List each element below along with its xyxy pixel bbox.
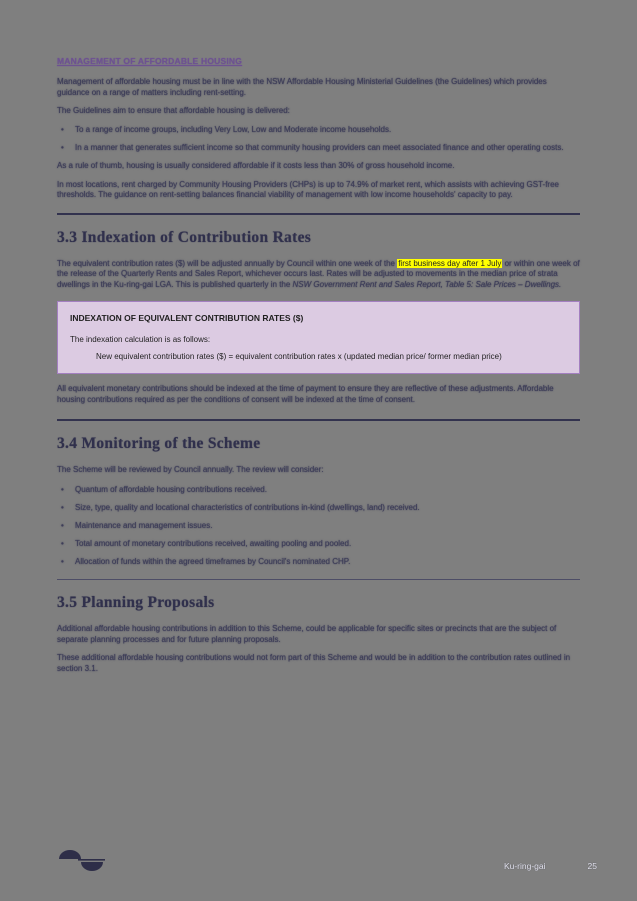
paragraph-text: or within one week of the release of the… (57, 258, 580, 289)
intro-paragraph-1: Management of affordable housing must be… (57, 77, 547, 97)
section-title-3-4: 3.4 Monitoring of the Scheme (57, 435, 261, 452)
indexation-paragraph: The equivalent contribution rates ($) wi… (57, 258, 580, 291)
footer-brand: Ku-ring-gai (503, 861, 546, 871)
footer-right: Ku-ring-gai 25 (504, 861, 597, 871)
indexation-box: INDEXATION OF EQUIVALENT CONTRIBUTION RA… (57, 301, 580, 374)
section-title-3-3: 3.3 Indexation of Contribution Rates (57, 228, 312, 246)
indexation-box-title: INDEXATION OF EQUIVALENT CONTRIBUTION RA… (70, 313, 304, 323)
page-footer: Ku-ring-gai 25 (0, 839, 637, 901)
intro-bullet-list: To a range of income groups, including V… (57, 125, 580, 154)
intro-paragraph-3: As a rule of thumb, housing is usually c… (57, 161, 455, 170)
list-item: Size, type, quality and locational chara… (57, 503, 580, 514)
list-item: Quantum of affordable housing contributi… (57, 485, 580, 496)
post-box-paragraph: All equivalent monetary contributions sh… (57, 384, 554, 404)
indexation-box-line: The indexation calculation is as follows… (70, 335, 211, 344)
page-content: MANAGEMENT OF AFFORDABLE HOUSING Managem… (57, 56, 580, 682)
section-title-3-5: 3.5 Planning Proposals (57, 594, 215, 611)
list-item: In a manner that generates sufficient in… (57, 143, 580, 154)
monitoring-bullet-list: Quantum of affordable housing contributi… (57, 485, 580, 568)
intro-paragraph-2: The Guidelines aim to ensure that afford… (57, 106, 290, 115)
section-divider (57, 212, 580, 215)
section-divider (57, 579, 580, 580)
report-reference-italic: NSW Government Rent and Sales Report, Ta… (292, 279, 562, 289)
council-logo (57, 845, 107, 880)
footer-page-number: 25 (587, 861, 597, 871)
section-divider (57, 419, 580, 421)
planning-paragraph-2: These additional affordable housing cont… (57, 653, 571, 673)
paragraph-text: The equivalent contribution rates ($) wi… (57, 258, 398, 268)
monitoring-intro: The Scheme will be reviewed by Council a… (57, 465, 324, 474)
doc-subheading: MANAGEMENT OF AFFORDABLE HOUSING (57, 56, 243, 66)
indexation-formula: New equivalent contribution rates ($) = … (96, 352, 502, 361)
highlighted-text: first business day after 1 July (397, 258, 503, 268)
list-item: Maintenance and management issues. (57, 521, 580, 532)
planning-paragraph-1: Additional affordable housing contributi… (57, 624, 557, 644)
list-item: Total amount of monetary contributions r… (57, 539, 580, 550)
list-item: Allocation of funds within the agreed ti… (57, 557, 580, 568)
list-item: To a range of income groups, including V… (57, 125, 580, 136)
wave-icon (59, 850, 105, 871)
intro-paragraph-4: In most locations, rent charged by Commu… (57, 179, 559, 200)
